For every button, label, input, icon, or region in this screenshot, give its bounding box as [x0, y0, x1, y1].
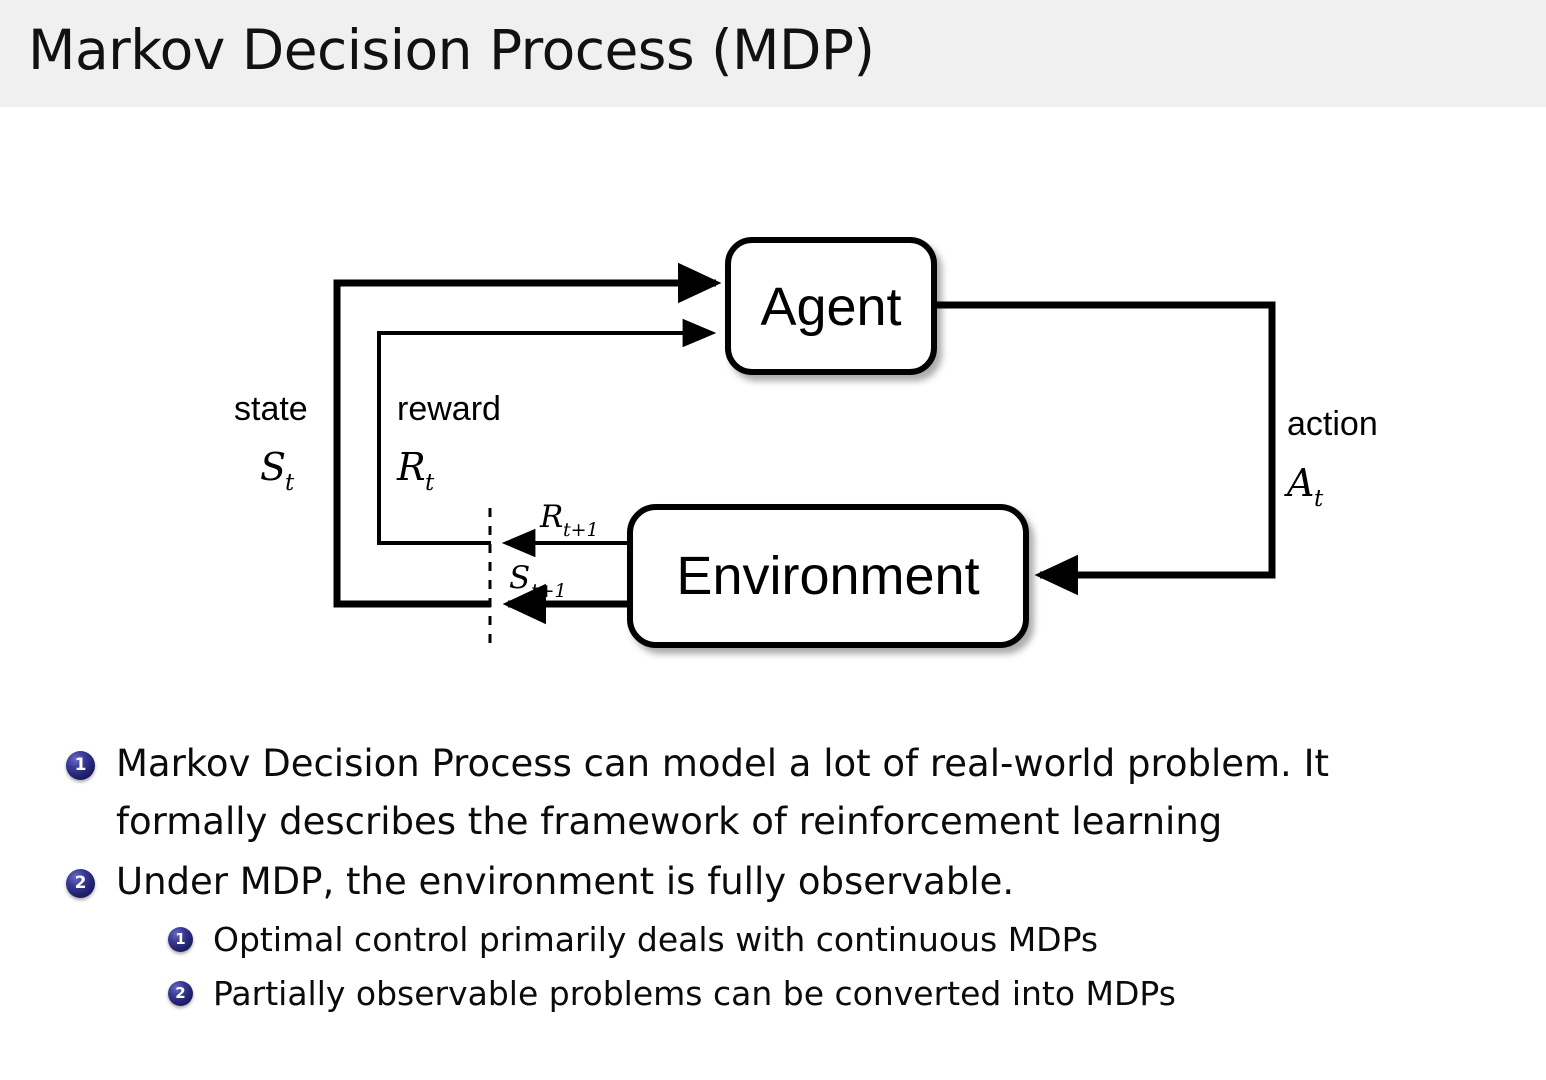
bullet-number-icon: 1	[168, 927, 193, 952]
environment-box	[627, 504, 1029, 648]
slide-header-bar: Markov Decision Process (MDP)	[0, 0, 1546, 107]
diagram-label-next-state: S t+1	[509, 560, 567, 602]
list-item: 1 Optimal control primarily deals with c…	[0, 913, 1546, 967]
next-state-label-symbol: S	[509, 560, 530, 596]
bullet-text: Optimal control primarily deals with con…	[213, 913, 1098, 967]
page-title: Markov Decision Process (MDP)	[28, 18, 875, 82]
bullet-number-icon: 2	[66, 869, 95, 898]
bullet-line: Under MDP, the environment is fully obse…	[116, 860, 1015, 903]
reward-label-symbol: R	[396, 445, 426, 489]
list-item: 1 Markov Decision Process can model a lo…	[0, 735, 1546, 851]
reward-label-word: reward	[397, 390, 501, 428]
diagram-node-environment: Environment	[627, 504, 1029, 648]
next-reward-label-subscript: t+1	[563, 519, 599, 541]
diagram-node-agent: Agent	[725, 237, 937, 375]
diagram-edge-state-loop	[333, 262, 722, 608]
bullet-text: Markov Decision Process can model a lot …	[116, 735, 1329, 851]
bullet-line: formally describes the framework of rein…	[116, 800, 1223, 843]
agent-box-label: Agent	[760, 277, 901, 337]
mdp-agent-environment-diagram: Agent Environment state	[0, 115, 1546, 695]
bullet-list: 1 Markov Decision Process can model a lo…	[0, 735, 1546, 1021]
state-label-subscript: t	[285, 470, 295, 496]
diagram-edge-action-loop	[934, 301, 1276, 596]
diagram-label-state: state S t	[234, 390, 308, 496]
diagram-label-reward: reward R t	[396, 390, 501, 496]
diagram-edge-reward-loop	[377, 318, 717, 545]
diagram-label-action: action A t	[1284, 405, 1378, 512]
action-label-subscript: t	[1314, 486, 1324, 512]
reward-label-subscript: t	[425, 470, 435, 496]
next-state-label-subscript: t+1	[531, 580, 567, 602]
list-item: 2 Partially observable problems can be c…	[0, 967, 1546, 1021]
list-item: 2 Under MDP, the environment is fully ob…	[0, 853, 1546, 911]
state-label-symbol: S	[260, 445, 286, 489]
action-label-word: action	[1287, 405, 1378, 443]
bullet-number-icon: 2	[168, 981, 193, 1006]
bullet-text: Partially observable problems can be con…	[213, 967, 1176, 1021]
state-label-word: state	[234, 390, 308, 428]
next-reward-label-symbol: R	[539, 499, 563, 535]
action-label-symbol: A	[1284, 461, 1314, 505]
environment-box-label: Environment	[676, 546, 979, 606]
bullet-number-icon: 1	[66, 751, 95, 780]
bullet-text: Under MDP, the environment is fully obse…	[116, 853, 1014, 911]
bullet-line: Optimal control primarily deals with con…	[213, 920, 1099, 959]
diagram-label-next-reward: R t+1	[539, 499, 599, 541]
bullet-line: Markov Decision Process can model a lot …	[116, 742, 1329, 785]
bullet-line: Partially observable problems can be con…	[213, 974, 1176, 1013]
